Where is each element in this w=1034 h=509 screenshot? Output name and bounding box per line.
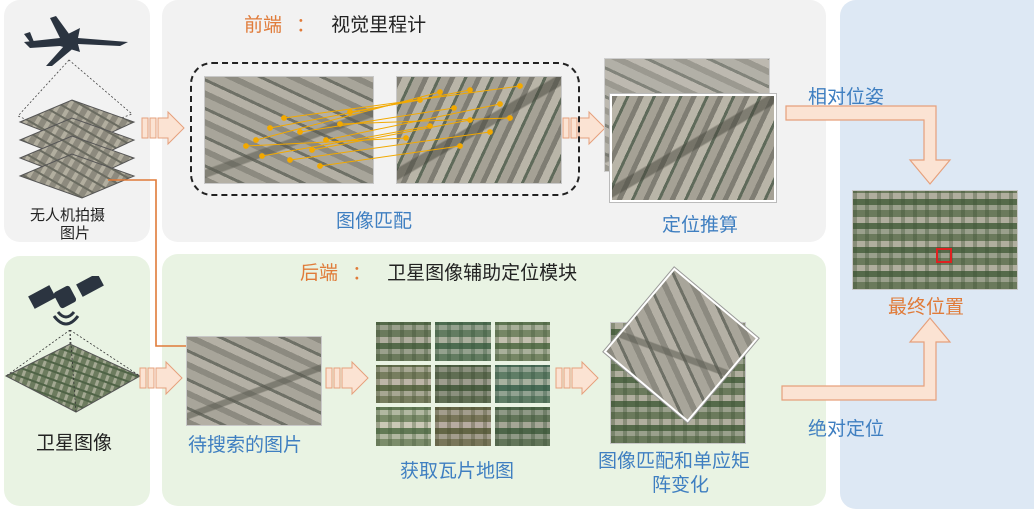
tile [376, 364, 432, 404]
relative-pose-label: 相对位姿 [808, 86, 885, 108]
tile [435, 322, 491, 361]
backend-module-name: 卫星图像辅助定位模块 [387, 262, 578, 284]
satellite-icon [28, 276, 104, 326]
homography-caption-line2: 阵变化 [652, 474, 710, 496]
query-image [186, 336, 322, 426]
frontend-module-name: 视觉里程计 [331, 14, 427, 36]
drone-image-stack [17, 59, 136, 199]
final-position-map [852, 190, 1018, 290]
pose-image-front [610, 94, 776, 202]
tile-grid [376, 322, 550, 446]
frontend-label: 前端 [244, 14, 283, 36]
tile [435, 364, 491, 404]
drone-caption-line2: 图片 [60, 224, 91, 242]
tile [376, 407, 432, 446]
match-image-left [204, 76, 374, 184]
backend-separator: ： [352, 262, 372, 284]
absolute-position-label: 绝对定位 [808, 418, 885, 440]
final-position-marker [936, 248, 952, 263]
final-position-caption: 最终位置 [888, 296, 965, 318]
match-caption: 图像匹配 [336, 210, 413, 232]
drone-caption-line1: 无人机拍摄 [30, 206, 106, 224]
frontend-separator: ： [296, 14, 316, 36]
tile [494, 322, 550, 361]
query-caption: 待搜索的图片 [188, 434, 303, 456]
backend-title: 后端 ： 卫星图像辅助定位模块 [300, 258, 577, 285]
tile [494, 364, 550, 404]
match-image-right [396, 76, 562, 184]
pose-caption: 定位推算 [662, 214, 739, 236]
tile [376, 322, 432, 361]
matching-box [190, 62, 580, 196]
drone-icon [24, 16, 128, 66]
frontend-title: 前端 ： 视觉里程计 [244, 10, 426, 37]
tile [494, 407, 550, 446]
satellite-caption: 卫星图像 [36, 432, 113, 454]
tiles-caption: 获取瓦片地图 [400, 460, 515, 482]
homography-caption-line1: 图像匹配和单应矩 [598, 450, 751, 472]
tile [435, 407, 491, 446]
backend-label: 后端 [300, 262, 339, 284]
